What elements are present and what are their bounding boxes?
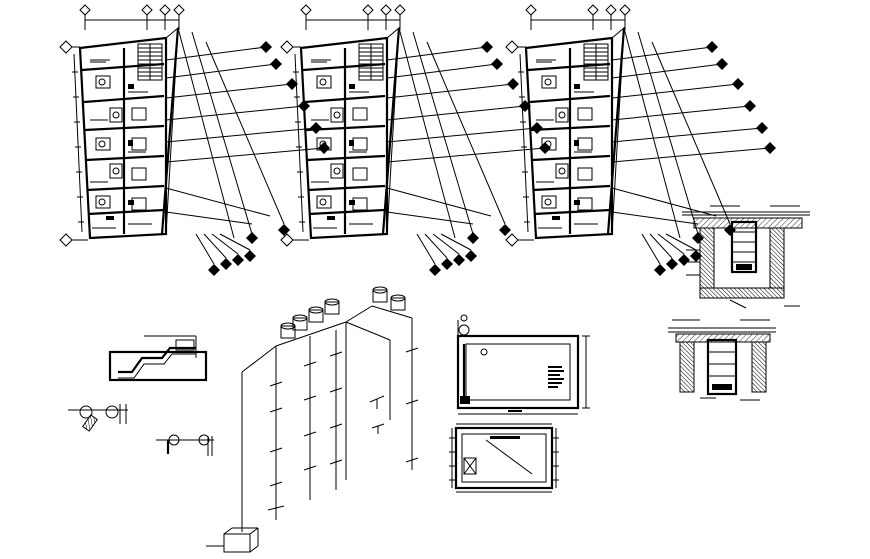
floor-plan-3 — [504, 3, 778, 278]
section-detail-bottom — [668, 319, 776, 401]
isometric-plumbing — [206, 286, 419, 553]
tank-plan — [449, 423, 559, 493]
pipe-detail-small-a — [68, 404, 128, 432]
pipe-detail-small-b — [156, 434, 214, 456]
pipe-slope-detail — [108, 335, 208, 382]
section-detail-top — [682, 205, 810, 309]
floor-plan-1 — [58, 3, 332, 278]
tank-elevation — [456, 314, 590, 415]
